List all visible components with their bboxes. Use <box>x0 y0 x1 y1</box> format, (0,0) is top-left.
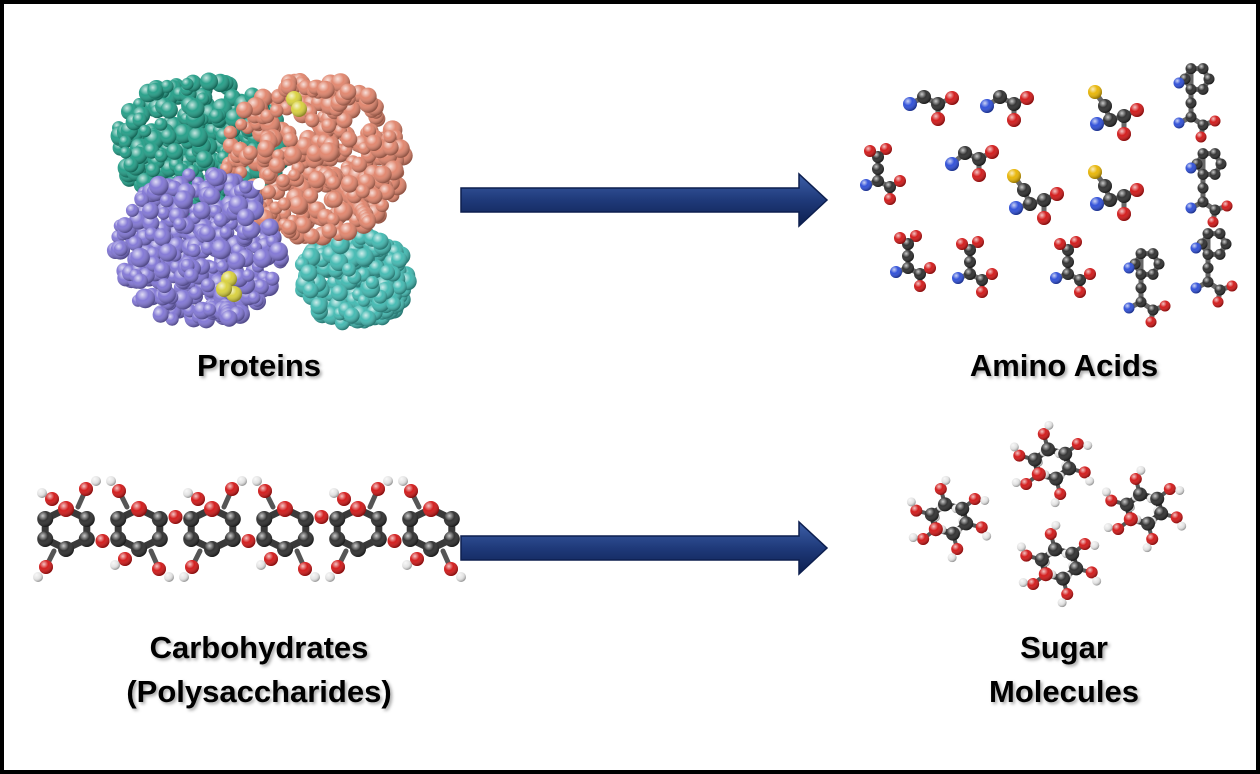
protein-structure-image <box>106 72 417 331</box>
sugar-molecules-label: Sugar Molecules <box>904 626 1224 714</box>
carbohydrates-label-line2: (Polysaccharides) <box>126 674 392 709</box>
sugar-label-line1: Sugar <box>1020 630 1108 665</box>
carbohydrates-label: Carbohydrates (Polysaccharides) <box>74 626 444 714</box>
right-arrow-icon <box>460 520 829 576</box>
sugar-label-line2: Molecules <box>989 674 1139 709</box>
polysaccharide-chain-image <box>33 476 466 582</box>
carbohydrates-label-line1: Carbohydrates <box>149 630 369 665</box>
sugar-molecules-image <box>906 420 1187 608</box>
amino-acids-label: Amino Acids <box>969 348 1159 383</box>
amino-acid-molecules-image <box>860 63 1238 328</box>
right-arrow-icon <box>460 172 829 228</box>
proteins-label: Proteins <box>196 348 322 383</box>
